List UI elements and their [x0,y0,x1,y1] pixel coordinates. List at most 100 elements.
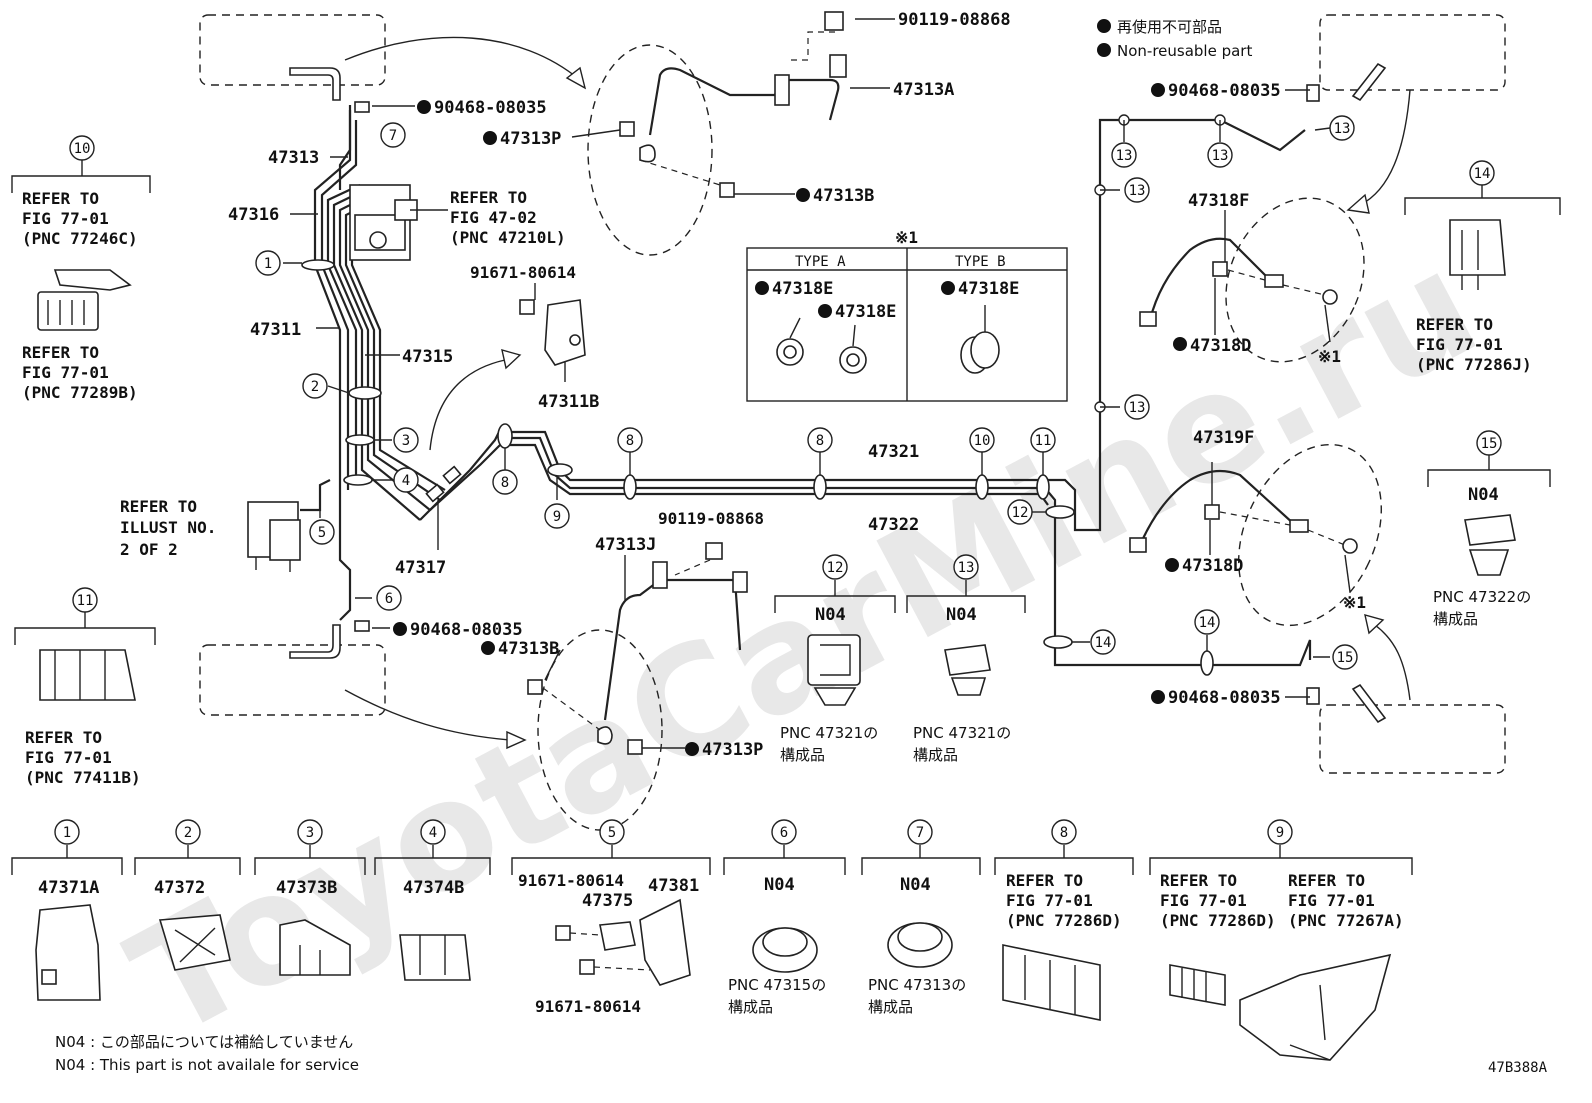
arrow-right-bottom-head [1364,614,1385,635]
svg-text:FIG 77-01: FIG 77-01 [1288,891,1375,910]
n04-box-13: N04 PNC 47321の 構成品 [906,580,1026,764]
refer-illust-2: ILLUST NO. [120,518,216,537]
callout-circle [54,819,80,845]
callout-number: 5 [608,825,616,841]
clip-bottom [597,726,613,745]
callout-number: 7 [389,128,397,144]
label-47318D-a: 47318D [1190,336,1251,356]
svg-text:FIG 77-01: FIG 77-01 [1416,335,1503,354]
callout-number: 10 [974,433,991,449]
svg-text:N04: N04 [900,875,931,895]
svg-text:FIG 77-01: FIG 77-01 [22,363,109,382]
svg-text:(PNC 77267A): (PNC 77267A) [1288,911,1404,930]
svg-text:(PNC 77286D): (PNC 77286D) [1006,911,1122,930]
legend-ja: 再使用不可部品 [1117,18,1222,36]
callout-number: 11 [77,593,94,609]
fitting-47319F-b [1289,519,1309,533]
callout-circle [771,819,797,845]
svg-text:REFER TO: REFER TO [1288,871,1365,890]
svg-text:REFER TO: REFER TO [1160,871,1237,890]
clip-90468-d [1306,687,1320,705]
refer-box-14: REFER TO FIG 77-01 (PNC 77286J) [1404,183,1561,374]
svg-text:91671-80614: 91671-80614 [518,871,624,890]
label-90119-mid: 90119-08868 [658,509,764,528]
arrow-right-bottom [1374,624,1411,701]
union-47317-b [442,465,462,485]
label-47318D-b: 47318D [1182,556,1243,576]
bracket-47311B [519,299,586,366]
refer-illust-1: REFER TO [120,497,197,516]
refer-47-02-2: FIG 47-02 [450,208,537,227]
dash-90119-mid [674,559,711,576]
svg-text:(PNC 77286J): (PNC 77286J) [1416,355,1532,374]
callout-number: 14 [1474,166,1491,182]
hose-bottom-left [289,624,341,659]
svg-text:PNC 47321の: PNC 47321の [913,724,1011,742]
svg-text:FIG 77-01: FIG 77-01 [22,209,109,228]
label-47313B-b: 47313B [498,639,559,659]
arrow-top [344,36,581,81]
svg-text:REFER TO: REFER TO [1416,315,1493,334]
label-47313A: 47313A [893,80,954,100]
hose-top-left [289,67,341,101]
legend-en: Non-reusable part [1117,42,1252,60]
dash-47313B-a [639,159,721,186]
svg-text:47371A: 47371A [38,878,99,898]
callout-circle [907,819,933,845]
svg-text:47372: 47372 [154,878,205,898]
svg-text:REFER TO: REFER TO [25,728,102,747]
callout-circle [309,519,335,545]
svg-text:N04: N04 [815,605,846,625]
label-91671-a: 91671-80614 [470,263,576,282]
arrow-bottom [344,689,511,741]
svg-text:(PNC 77246C): (PNC 77246C) [22,229,138,248]
label-47321: 47321 [868,442,919,462]
legend-dot [1097,19,1111,33]
svg-text:91671-80614: 91671-80614 [535,997,641,1016]
svg-text:REFER TO: REFER TO [22,189,99,208]
arrow-top-head [565,66,587,90]
callout-number: 15 [1337,650,1354,666]
callout-circle [1007,499,1033,525]
dash-47319 [1219,511,1346,546]
svg-text:構成品: 構成品 [728,998,773,1016]
clip-90468-c [1306,84,1320,102]
callout-number: 1 [264,256,272,272]
tube-lower-left [338,500,352,621]
label-47311: 47311 [250,320,301,340]
callout-number: 11 [1035,433,1052,449]
callout-circle [969,427,995,453]
detail-ellipse-right-mid [1238,443,1382,627]
callout-number: 8 [816,433,824,449]
callout-number: 8 [626,433,634,449]
refer-illust-3: 2 OF 2 [120,540,178,559]
type-a-label: TYPE A [795,254,846,270]
refer-47-02-3: (PNC 47210L) [450,228,566,247]
svg-text:(PNC 77286D): (PNC 77286D) [1160,911,1276,930]
svg-text:REFER TO: REFER TO [1006,871,1083,890]
callout-circle [1194,609,1220,635]
dash-47313B-b [542,687,601,731]
svg-text:PNC 47315の: PNC 47315の [728,976,826,994]
svg-text:FIG 77-01: FIG 77-01 [1160,891,1247,910]
label-47318E-1: 47318E [772,279,833,299]
callout-number: 4 [402,473,410,489]
detail-ellipse-right-top [1225,197,1365,363]
callout-circle [1476,430,1502,456]
bleeder-47313P-bottom [627,739,643,755]
callout-circle [380,122,406,148]
callout-circle [492,469,518,495]
svg-text:N04: N04 [764,875,795,895]
callout-circle [617,427,643,453]
hose-bottom-right [1351,683,1387,724]
bottom-box-1: 47371A [11,845,123,1001]
fitting-47319F-a [1129,537,1147,553]
nonreusable-dot [796,188,810,202]
bolt-47313B-top [719,182,735,198]
svg-text:(PNC 77411B): (PNC 77411B) [25,768,141,787]
bolt-90119-top [824,11,844,31]
bracket-47313A [774,74,790,106]
svg-text:FIG 77-01: FIG 77-01 [1006,891,1093,910]
label-47313: 47313 [268,148,319,168]
label-47313P-b: 47313P [702,740,763,760]
